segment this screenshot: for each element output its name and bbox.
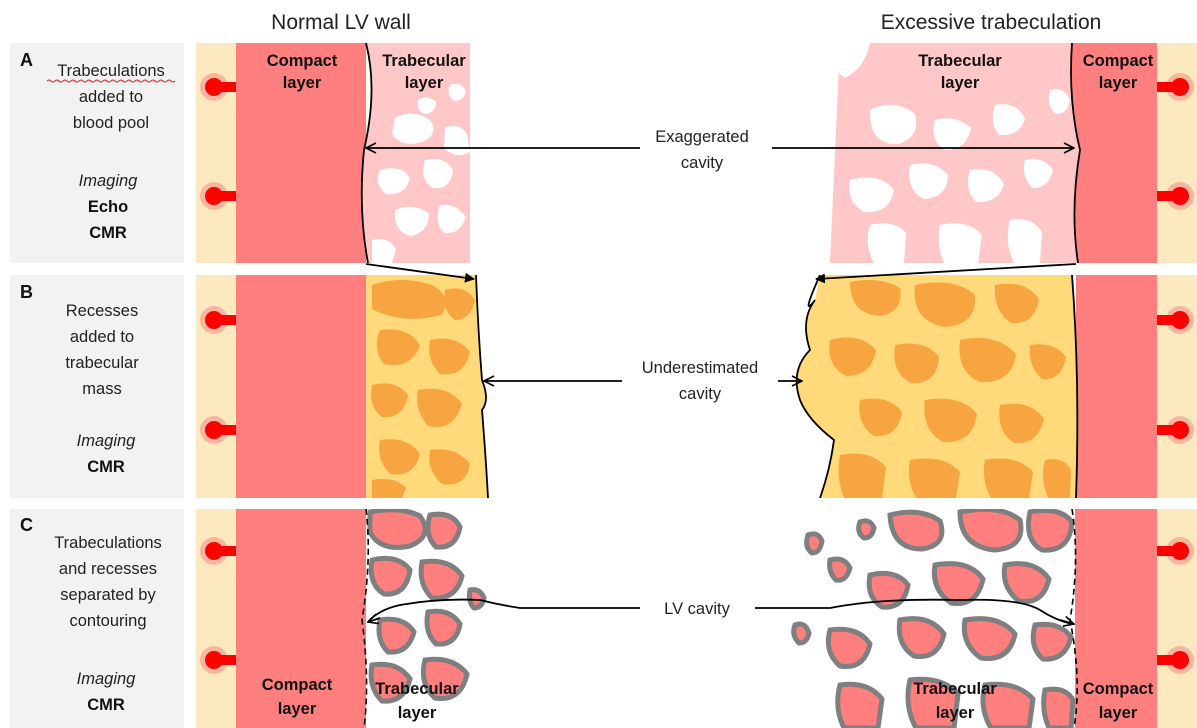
annotation-exaggerated-2: cavity (681, 154, 724, 172)
annotation-exaggerated-1: Exaggerated (655, 128, 749, 146)
compact-layer-excessive (1076, 275, 1157, 498)
compact-layer-normal (236, 509, 366, 728)
layer-label-trabecular-normal-a1: Trabecular (382, 52, 466, 70)
layer-label-compact-normal-a2: layer (283, 74, 322, 92)
compact-layer-normal (236, 275, 366, 498)
layer-label-compact-normal-c2: layer (278, 700, 317, 718)
panel-a-modality-2: CMR (89, 224, 127, 242)
panel-letter-c: C (20, 515, 33, 535)
header-normal-lv-wall: Normal LV wall (271, 11, 411, 34)
layer-label-compact-excessive-c2: layer (1099, 704, 1138, 722)
panel-b-imaging-label: Imaging (77, 432, 137, 450)
panel-a-modality-1: Echo (88, 198, 128, 216)
panel-c (196, 509, 1197, 728)
panel-c-desc-1: Trabeculations (54, 534, 162, 552)
panel-b-desc-1: Recesses (66, 302, 138, 320)
layer-label-trabecular-excessive-c2: layer (936, 704, 975, 722)
annotation-underestimated-1: Underestimated (642, 359, 758, 377)
lv-cavity-contour-normal (368, 600, 640, 622)
layer-label-compact-normal-c1: Compact (262, 676, 333, 694)
panel-b-desc-3: trabecular (65, 354, 139, 372)
layer-label-compact-excessive-a2: layer (1099, 74, 1138, 92)
panel-c-desc-4: contouring (69, 612, 146, 630)
trabeculae-contoured-normal (370, 510, 484, 701)
panel-a (196, 43, 1197, 263)
panel-b-modality-1: CMR (87, 458, 125, 476)
panel-a-desc-1: Trabeculations (57, 62, 165, 80)
panel-c-desc-2: and recesses (59, 560, 157, 578)
panel-a-imaging-label: Imaging (79, 172, 139, 190)
panel-letter-b: B (20, 282, 33, 302)
annotation-lv-cavity: LV cavity (664, 600, 730, 618)
panel-b-desc-4: mass (82, 380, 121, 398)
layer-label-compact-excessive-a1: Compact (1083, 52, 1154, 70)
layer-label-trabecular-normal-c1: Trabecular (375, 680, 459, 698)
panel-letter-a: A (20, 50, 33, 70)
layer-label-trabecular-excessive-a1: Trabecular (918, 52, 1002, 70)
layer-label-trabecular-excessive-c1: Trabecular (913, 680, 997, 698)
layer-label-compact-normal-a1: Compact (267, 52, 338, 70)
panel-c-modality-1: CMR (87, 696, 125, 714)
layer-label-trabecular-excessive-a2: layer (941, 74, 980, 92)
panel-b-desc-2: added to (70, 328, 134, 346)
panel-c-desc-3: separated by (60, 586, 156, 604)
panel-a-desc-3: blood pool (73, 114, 149, 132)
header-excessive-trabeculation: Excessive trabeculation (881, 11, 1102, 34)
layer-label-trabecular-normal-a2: layer (405, 74, 444, 92)
panel-c-imaging-label: Imaging (77, 670, 137, 688)
layer-label-trabecular-normal-c2: layer (398, 704, 437, 722)
panel-a-desc-2: added to (79, 88, 143, 106)
annotation-underestimated-2: cavity (679, 385, 722, 403)
layer-label-compact-excessive-c1: Compact (1083, 680, 1154, 698)
